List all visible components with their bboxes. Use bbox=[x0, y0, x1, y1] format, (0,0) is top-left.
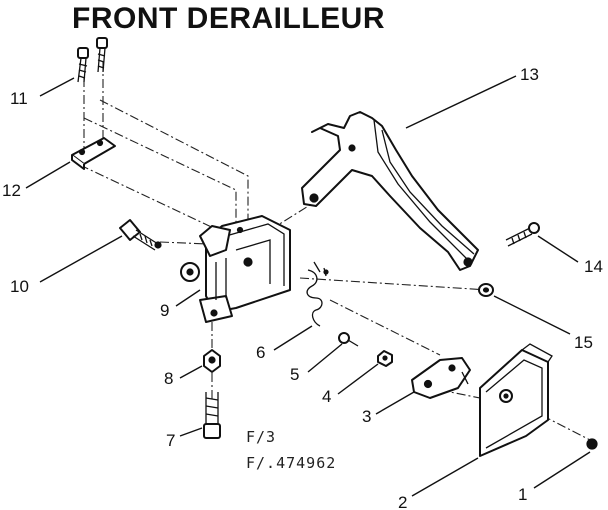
callout-7: 7 bbox=[166, 431, 175, 450]
callout-14: 14 bbox=[584, 257, 603, 276]
part-3-link-plate bbox=[411, 357, 471, 399]
part-2-cage-plate bbox=[479, 343, 553, 457]
diagram-title: FRONT DERAILLEUR bbox=[72, 2, 385, 35]
callout-1: 1 bbox=[518, 485, 527, 504]
part-13-cage-arm bbox=[301, 111, 479, 271]
note-part-number: F/.474962 bbox=[246, 454, 336, 472]
part-6-spring bbox=[306, 261, 329, 327]
callout-3: 3 bbox=[362, 407, 371, 426]
callout-6: 6 bbox=[256, 343, 265, 362]
part-10-adjusting-screw bbox=[119, 219, 162, 251]
part-5-screw bbox=[338, 332, 359, 347]
part-4-nut bbox=[377, 350, 393, 367]
callout-15: 15 bbox=[574, 333, 593, 352]
part-8-nut bbox=[203, 349, 221, 373]
callout-5: 5 bbox=[290, 365, 299, 384]
callout-9: 9 bbox=[160, 301, 169, 320]
leader-lines bbox=[25, 75, 591, 497]
callout-11: 11 bbox=[10, 89, 28, 108]
part-9-mounting-body bbox=[180, 215, 291, 323]
callout-4: 4 bbox=[322, 387, 331, 406]
part-11-screws bbox=[77, 37, 108, 83]
part-7-bolt bbox=[203, 392, 221, 439]
note-figure: F/3 bbox=[246, 428, 276, 446]
reference-notes: F/3 F/.474962 bbox=[246, 428, 336, 472]
part-14-screw bbox=[505, 222, 540, 247]
part-1-screw bbox=[586, 438, 598, 450]
part-15-spacer bbox=[478, 283, 494, 297]
callout-2: 2 bbox=[398, 493, 407, 510]
callout-8: 8 bbox=[164, 369, 173, 388]
callout-labels: 1 2 3 4 5 6 7 8 9 10 11 12 13 14 15 bbox=[2, 65, 603, 510]
callout-12: 12 bbox=[2, 181, 21, 200]
callout-10: 10 bbox=[10, 277, 29, 296]
callout-13: 13 bbox=[520, 65, 539, 84]
part-12-clamp-plate bbox=[71, 137, 116, 170]
